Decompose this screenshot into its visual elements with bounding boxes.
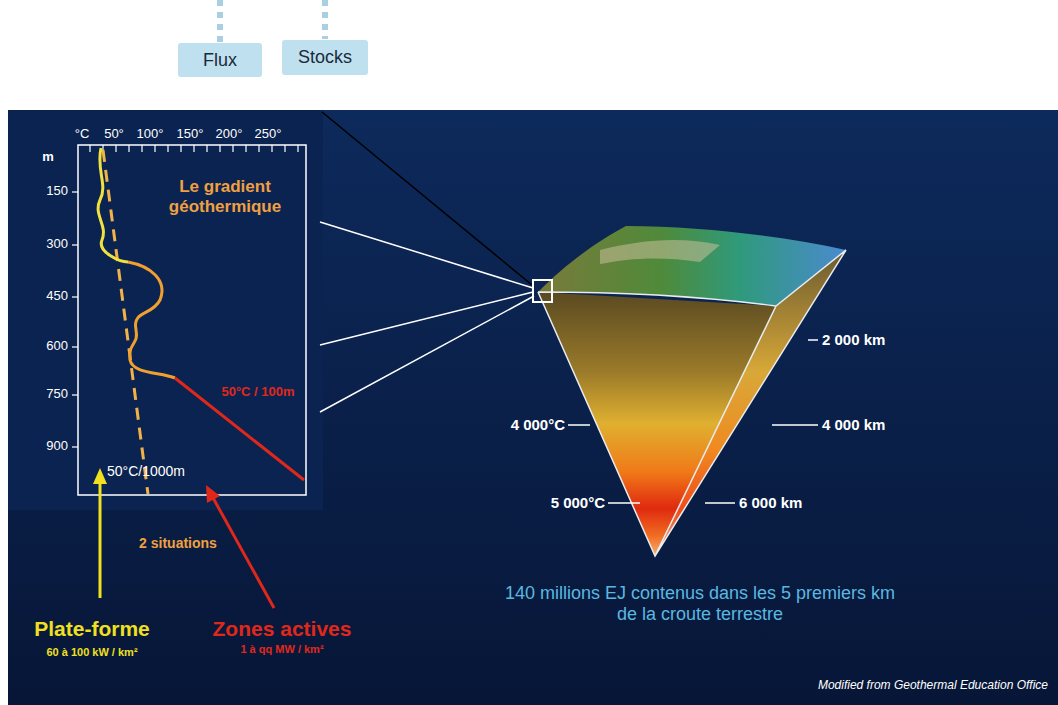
temperature-label: 4 000°C: [511, 416, 565, 433]
chart-title: Le gradient géothermique: [160, 177, 290, 216]
depth-tick: 750: [46, 387, 68, 402]
temperature-label: 5 000°C: [551, 494, 605, 511]
case-label: Plate-forme: [34, 617, 150, 641]
flux-value: 60 à 100 kW / km²: [46, 646, 137, 659]
depth-tick: 150: [46, 184, 68, 199]
depth-tick: 450: [46, 289, 68, 304]
depth-label: 2 000 km: [822, 331, 885, 348]
gradient-value: 50°C/1000m: [107, 463, 185, 479]
tab-label: Flux: [203, 50, 237, 71]
case-label: Zones actives: [213, 617, 352, 641]
axis-tick: 150°: [177, 127, 204, 142]
depth-label: 6 000 km: [739, 494, 802, 511]
axis-tick: 100°: [137, 127, 164, 142]
gradient-value: 50°C / 100m: [221, 385, 294, 400]
source-note: Modified from Geothermal Education Offic…: [818, 679, 1048, 693]
axis-unit: °C: [75, 127, 90, 142]
depth-tick: 300: [46, 237, 68, 252]
depth-tick: 900: [46, 439, 68, 454]
depth-label: 4 000 km: [822, 416, 885, 433]
axis-tick: 50°: [104, 127, 124, 142]
axis-tick: 200°: [216, 127, 243, 142]
note: 2 situations: [139, 535, 217, 551]
flux-value: 1 à qq MW / km²: [240, 643, 323, 656]
axis-unit: m: [42, 150, 54, 165]
tab-box: Flux: [178, 43, 262, 77]
caption-note: 140 millions EJ contenus dans les 5 prem…: [500, 583, 900, 624]
tab-box: Stocks: [282, 40, 368, 75]
axis-tick: 250°: [255, 127, 282, 142]
tab-label: Stocks: [298, 47, 352, 68]
depth-tick: 600: [46, 339, 68, 354]
